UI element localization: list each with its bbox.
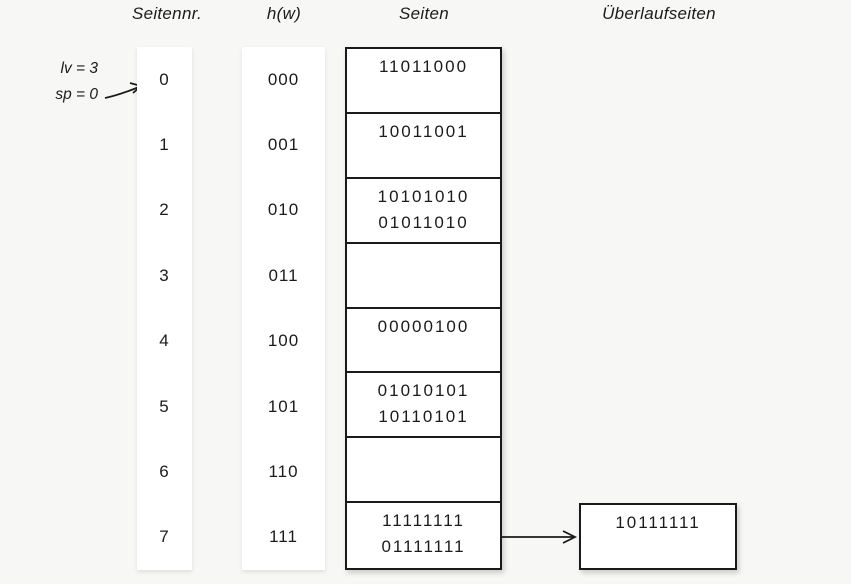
hash-value-1: 001	[267, 135, 300, 155]
hash-value-4: 100	[267, 331, 300, 351]
page-bucket-3	[347, 244, 500, 309]
bucket-entry: 10110101	[378, 407, 469, 427]
page-number-6: 6	[159, 461, 170, 481]
column-header-seiten: Seiten	[398, 4, 450, 23]
bucket-entry: 11111111	[382, 511, 465, 531]
page-number-1: 1	[159, 135, 170, 155]
overflow-page: 10111111	[579, 503, 737, 570]
split-pointer-value: sp = 0	[55, 86, 98, 103]
page-number-0: 0	[159, 69, 170, 89]
page-bucket-1: 10011001	[347, 114, 500, 179]
bucket-entry: 01011010	[378, 212, 469, 232]
page-number-3: 3	[159, 265, 170, 285]
bucket-entry: 11011000	[378, 57, 469, 76]
level-value: lv = 3	[60, 60, 98, 77]
column-header-seitennr: Seitennr.	[131, 4, 203, 23]
hash-value-5: 101	[267, 396, 300, 416]
page-bucket-4: 00000100	[347, 309, 500, 374]
page-bucket-2: 10101010 01011010	[347, 179, 500, 244]
page-bucket-0: 11011000	[347, 49, 500, 114]
bucket-entry: 10101010	[377, 186, 470, 206]
bucket-entry: 10011001	[378, 121, 469, 141]
overflow-entry: 10111111	[615, 513, 701, 532]
hash-value-2: 010	[267, 200, 300, 220]
column-header-hash-function: h(w)	[266, 4, 302, 23]
bucket-entry: 01111111	[381, 537, 466, 557]
bucket-entry: 01010101	[377, 381, 470, 401]
pages-column: 11011000 10011001 10101010 01011010 0000…	[345, 47, 502, 570]
page-number-7: 7	[159, 527, 170, 547]
page-number-column: 0 1 2 3 4 5 6 7	[137, 47, 192, 570]
hash-value-column: 000 001 010 011 100 101 110 111	[242, 47, 325, 570]
page-number-5: 5	[159, 396, 170, 416]
hash-value-6: 110	[268, 461, 299, 481]
bucket-entry: 00000100	[377, 316, 470, 336]
page-number-2: 2	[159, 200, 170, 220]
page-bucket-5: 01010101 10110101	[347, 373, 500, 439]
state-annotation: lv = 3 sp = 0	[34, 56, 98, 108]
page-bucket-7: 11111111 01111111	[347, 503, 500, 568]
overflow-arrow-icon	[502, 530, 578, 544]
hash-value-3: 011	[268, 265, 299, 285]
page-number-4: 4	[159, 331, 170, 351]
page-bucket-6	[347, 438, 500, 504]
column-header-ueberlaufseiten: Überlaufseiten	[602, 4, 716, 23]
hash-value-7: 111	[269, 527, 298, 547]
hash-value-0: 000	[267, 69, 300, 89]
